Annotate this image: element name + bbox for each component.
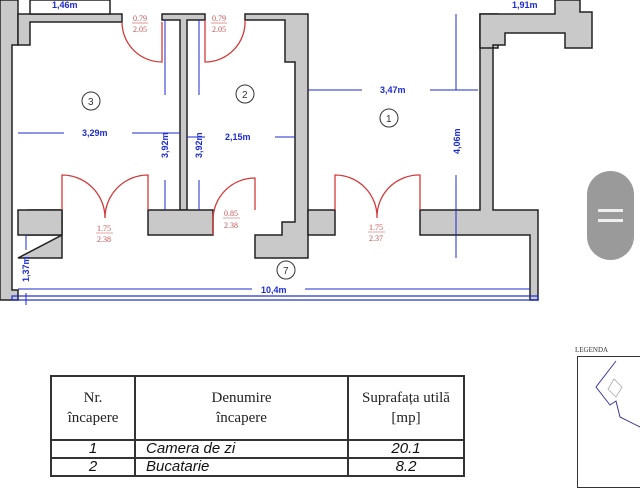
- dim-room3-height: 3,92m: [160, 132, 170, 158]
- svg-text:3: 3: [88, 97, 94, 108]
- door-label-4: 0.85 2.38: [223, 209, 240, 230]
- svg-text:1: 1: [386, 114, 392, 125]
- dim-room1-height: 4,06m: [452, 128, 462, 154]
- drag-handle[interactable]: [587, 171, 634, 260]
- cell-area: 8.2: [347, 457, 465, 477]
- svg-text:2.38: 2.38: [97, 235, 111, 244]
- floor-plan: 0.79 2.05 0.79 2.05 1.75 2.38 0.85 2.38 1.75…: [0, 0, 593, 305]
- svg-text:2: 2: [242, 90, 248, 101]
- wall-left: [0, 0, 19, 301]
- door-label-5: 1.75 2.37: [368, 223, 385, 243]
- door-label-2: 0.79 2.05: [211, 14, 227, 34]
- door-room3: [61, 174, 149, 219]
- cell-name: Camera de zi: [134, 439, 349, 459]
- cell-name: Bucatarie: [134, 457, 349, 477]
- wall-bottom-1a: [307, 209, 336, 236]
- wall-bottom-3a: [17, 209, 63, 236]
- door-top-right: [204, 19, 246, 63]
- svg-text:0.79: 0.79: [212, 14, 226, 23]
- cell-nr: 2: [50, 457, 136, 477]
- door-label-3: 1.75 2.38: [96, 224, 113, 244]
- header-area: Suprafața utilă[mp]: [347, 375, 465, 441]
- table-row: 2 Bucatarie 8.2: [50, 457, 465, 477]
- cell-area: 20.1: [347, 439, 465, 459]
- wall-top-left-window: [29, 0, 111, 15]
- dim-corridor-width: 10,4m: [261, 285, 287, 295]
- legend-title: LEGENDA: [575, 346, 609, 354]
- room-number-3: 3: [81, 91, 101, 111]
- dim-top-right: 1,91m: [512, 0, 538, 10]
- wall-top-room3: [17, 13, 123, 46]
- door-room2: [212, 177, 256, 235]
- dim-room3-width: 3,29m: [82, 128, 108, 138]
- svg-text:1.75: 1.75: [97, 224, 111, 233]
- svg-text:0.79: 0.79: [133, 14, 147, 23]
- wall-top-right: [479, 0, 593, 49]
- wall-right-room2: [244, 13, 309, 259]
- svg-text:2.05: 2.05: [133, 25, 147, 34]
- svg-text:2.05: 2.05: [212, 25, 226, 34]
- dim-room1-width: 3,47m: [380, 85, 406, 95]
- handle-line-icon: [598, 219, 623, 222]
- handle-line-icon: [598, 209, 623, 212]
- dim-room2-height: 3,92m: [194, 132, 204, 158]
- wall-right-room1: [419, 13, 539, 301]
- svg-text:2.37: 2.37: [369, 234, 383, 243]
- legend-thumbnail: [595, 360, 640, 428]
- cell-nr: 1: [50, 439, 136, 459]
- table-row: 1 Camera de zi 20.1: [50, 439, 465, 459]
- dim-room2-width: 2,15m: [225, 132, 251, 142]
- dim-corridor-height: 1,37m: [21, 256, 31, 282]
- svg-text:0.85: 0.85: [224, 209, 238, 218]
- dim-top-left: 1,46m: [52, 0, 78, 10]
- svg-text:7: 7: [283, 266, 289, 277]
- header-nr: Nr.încapere: [50, 375, 136, 441]
- legend-box: [577, 356, 640, 488]
- door-top-left: [121, 21, 163, 63]
- door-room1: [334, 174, 421, 219]
- room-number-1: 1: [379, 108, 399, 128]
- door-label-1: 0.79 2.05: [132, 14, 148, 34]
- svg-text:2.38: 2.38: [224, 221, 238, 230]
- svg-text:1.75: 1.75: [369, 223, 383, 232]
- wall-bottom-3b: [147, 209, 214, 236]
- corridor-window: [11, 295, 539, 301]
- room-number-7: 7: [276, 260, 296, 280]
- room-number-2: 2: [235, 84, 255, 104]
